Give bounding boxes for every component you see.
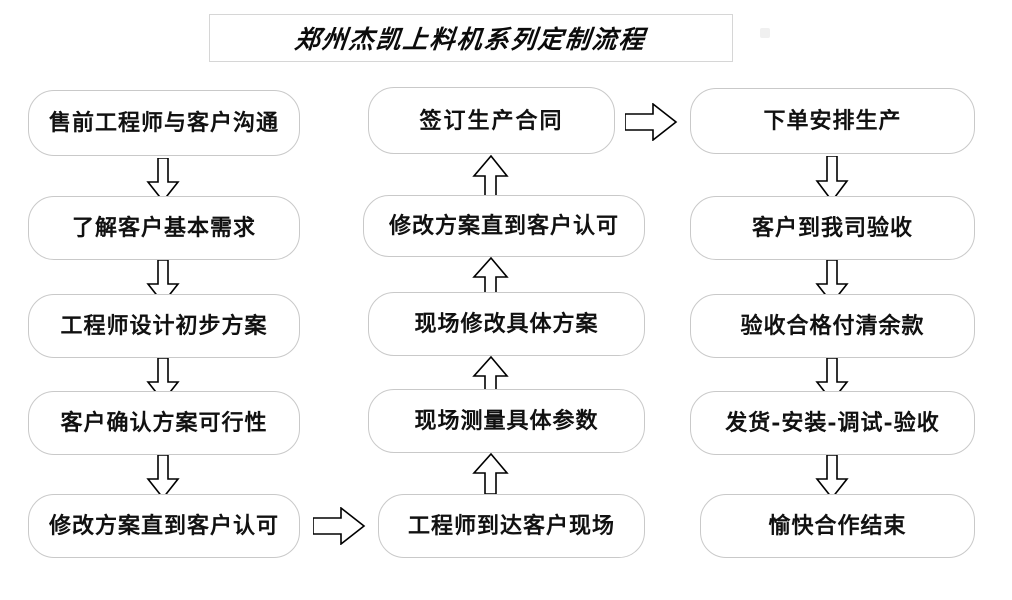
arrow-right-left-to-middle <box>313 507 367 545</box>
arrow-down-r2-r3 <box>814 260 850 304</box>
arrow-down-r1-r2 <box>814 156 850 202</box>
arrow-down-r4-r5 <box>814 455 850 499</box>
node-m2-label: 修改方案直到客户认可 <box>388 213 619 239</box>
node-l2[interactable]: 了解客户基本需求 <box>28 196 300 260</box>
arrow-down-l2-l3 <box>145 260 181 304</box>
node-m1[interactable]: 签订生产合同 <box>368 87 615 154</box>
chart-title-box: 郑州杰凯上料机系列定制流程 <box>209 14 733 62</box>
node-r5[interactable]: 愉快合作结束 <box>700 494 975 558</box>
node-m5-label: 工程师到达客户现场 <box>407 513 615 539</box>
node-r5-label: 愉快合作结束 <box>768 513 907 539</box>
node-r1-label: 下单安排生产 <box>763 108 902 134</box>
node-r2-label: 客户到我司验收 <box>751 215 913 241</box>
arrow-down-l4-l5 <box>145 455 181 499</box>
node-r2[interactable]: 客户到我司验收 <box>690 196 975 260</box>
node-l3[interactable]: 工程师设计初步方案 <box>28 294 300 358</box>
node-r4-label: 发货-安装-调试-验收 <box>725 410 940 436</box>
node-r3[interactable]: 验收合格付清余款 <box>690 294 975 358</box>
arrow-down-l1-l2 <box>145 158 181 202</box>
node-l2-label: 了解客户基本需求 <box>71 215 256 241</box>
node-r4[interactable]: 发货-安装-调试-验收 <box>690 391 975 455</box>
node-r1[interactable]: 下单安排生产 <box>690 88 975 154</box>
node-l5-label: 修改方案直到客户认可 <box>48 513 279 539</box>
arrow-up-m5-m4 <box>472 453 510 495</box>
node-l4[interactable]: 客户确认方案可行性 <box>28 391 300 455</box>
node-m2[interactable]: 修改方案直到客户认可 <box>363 195 645 257</box>
node-m4-label: 现场测量具体参数 <box>414 408 599 434</box>
node-m4[interactable]: 现场测量具体参数 <box>368 389 645 453</box>
node-l1[interactable]: 售前工程师与客户沟通 <box>28 90 300 156</box>
node-l5[interactable]: 修改方案直到客户认可 <box>28 494 300 558</box>
background-artifact <box>760 28 770 38</box>
node-r3-label: 验收合格付清余款 <box>740 313 925 339</box>
chart-title: 郑州杰凯上料机系列定制流程 <box>293 25 648 54</box>
node-l4-label: 客户确认方案可行性 <box>60 410 268 436</box>
arrow-right-middle-to-right <box>625 103 679 141</box>
node-l3-label: 工程师设计初步方案 <box>60 313 268 339</box>
node-m5[interactable]: 工程师到达客户现场 <box>378 494 645 558</box>
node-l1-label: 售前工程师与客户沟通 <box>48 110 279 136</box>
node-m3-label: 现场修改具体方案 <box>414 311 599 337</box>
node-m1-label: 签订生产合同 <box>419 107 564 134</box>
node-m3[interactable]: 现场修改具体方案 <box>368 292 645 356</box>
